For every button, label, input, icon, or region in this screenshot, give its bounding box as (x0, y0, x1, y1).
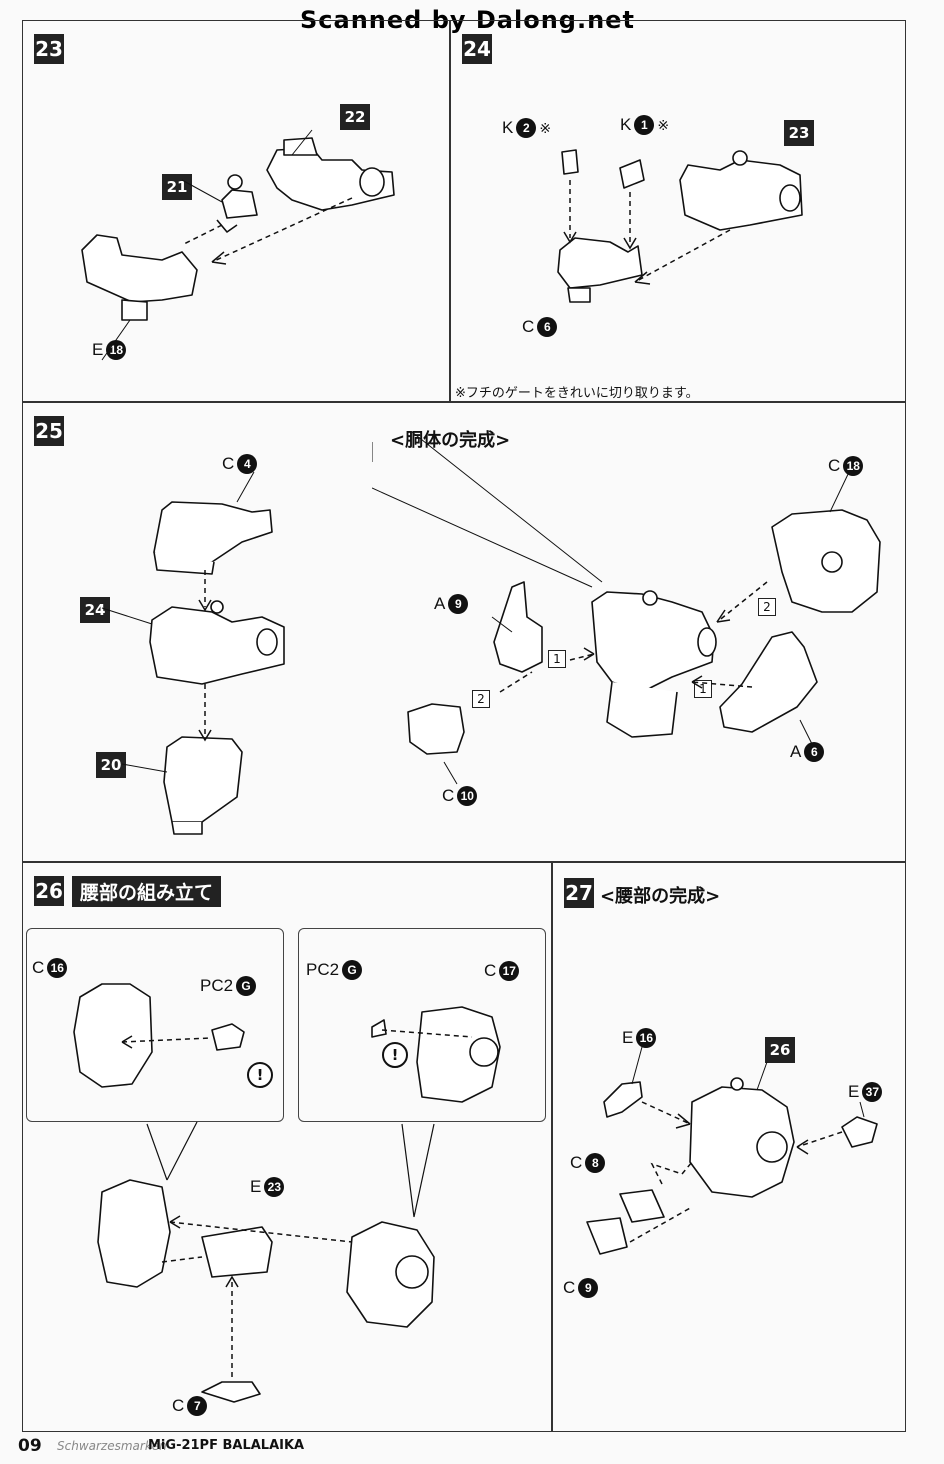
step-25-drawing (101, 471, 285, 835)
step-27-panel (552, 862, 906, 1432)
step-24-drawing (557, 149, 803, 303)
order-marker: 2 (758, 598, 776, 616)
brand-text: Schwarzesmarken (57, 1439, 167, 1453)
caution-icon: ! (247, 1062, 273, 1088)
caution-icon: ! (382, 1042, 408, 1068)
sub-assembly-ref: 20 (96, 752, 126, 778)
step-number: 25 (34, 416, 64, 446)
order-marker: 1 (548, 650, 566, 668)
assembly-note: ※フチのゲートをきれいに切り取ります。 (455, 386, 699, 401)
step-25-panel (22, 402, 906, 862)
step-26-panel (22, 862, 552, 1432)
sub-assembly-ref: 26 (765, 1037, 795, 1063)
sub-assembly-ref: 24 (80, 597, 110, 623)
step-27-drawing (586, 1046, 878, 1255)
step-number: 27 (564, 878, 594, 908)
torso-drawing (372, 431, 881, 785)
detail-box (298, 928, 546, 1122)
step-title: <腰部の完成> (600, 886, 721, 907)
step-23-drawing (81, 129, 395, 361)
step-23-panel (22, 20, 450, 402)
step-24-panel (450, 20, 906, 402)
order-marker: 1 (694, 680, 712, 698)
step-title: 腰部の組み立て (72, 876, 222, 907)
model-name: MiG-21PF BALALAIKA (148, 1438, 305, 1453)
step-number: 23 (34, 34, 64, 64)
page-number: 09 (18, 1436, 42, 1456)
step-number: 24 (462, 34, 492, 64)
step-number: 26 (34, 876, 64, 906)
sub-assembly-ref: 22 (340, 104, 370, 130)
detail-box (26, 928, 284, 1122)
section-title: <胴体の完成> (390, 430, 511, 451)
step-26-drawing (73, 983, 501, 1403)
sub-assembly-ref: 21 (162, 174, 192, 200)
order-marker: 2 (472, 690, 490, 708)
sub-assembly-ref: 23 (784, 120, 814, 146)
